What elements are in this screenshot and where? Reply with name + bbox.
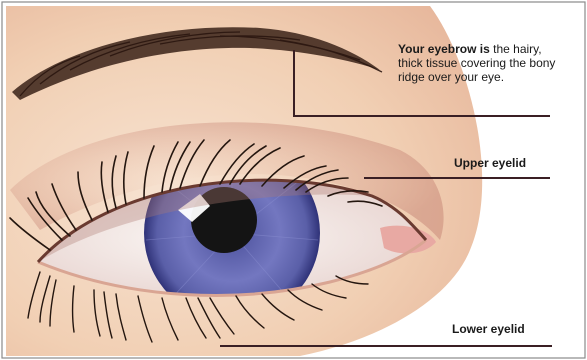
upper-eyelid-label: Upper eyelid	[454, 156, 526, 170]
lower-eyelid-label: Lower eyelid	[452, 322, 525, 336]
eyebrow-label: Your eyebrow is the hairy, thick tissue …	[398, 42, 563, 84]
eyebrow-label-heading: Your eyebrow is	[398, 42, 490, 56]
